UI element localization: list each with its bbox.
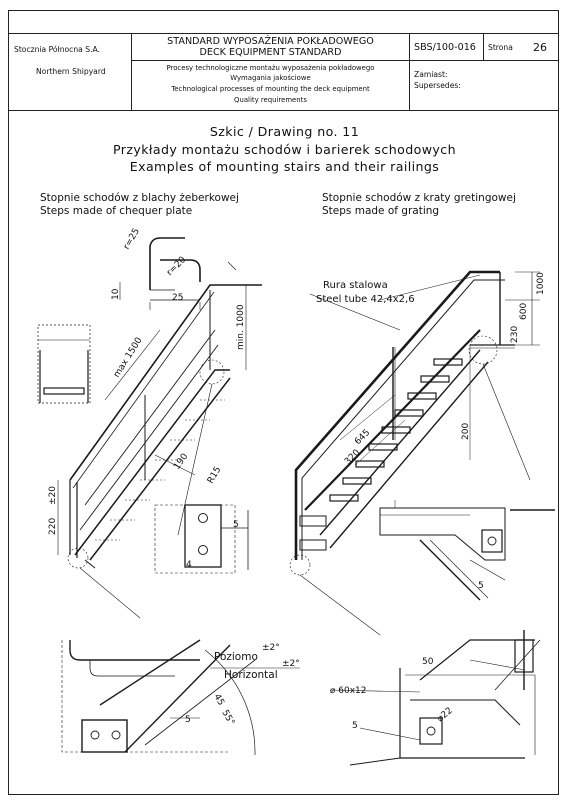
quality-req-pl: Wymagania jakościowe (230, 74, 311, 82)
dim-10: 10 (111, 288, 121, 300)
dim-min1000: min. 1000 (236, 304, 246, 350)
left-caption-pl: Stopnie schodów z blachy żeberkowej (40, 192, 239, 204)
dim-25: 25 (172, 293, 183, 303)
process-en: Technological processes of mounting the … (171, 85, 370, 93)
dim-r20: r=20 (165, 255, 188, 278)
dim-5b: 5 (478, 581, 484, 591)
horizontal-tol-1: ±2° (262, 643, 280, 653)
dim-600: 600 (519, 303, 529, 320)
dim-phi22: ⌀22 (436, 706, 455, 725)
dim-r25: r=25 (122, 227, 142, 252)
page-number: 26 (533, 41, 547, 54)
dim-190: 190 (172, 452, 190, 472)
page-frame (8, 10, 559, 795)
standard-title-en: DECK EQUIPMENT STANDARD (199, 47, 342, 58)
supersedes-cell (409, 60, 559, 111)
dim-220: 220 (48, 518, 58, 535)
quality-req-en: Quality requirements (234, 96, 307, 104)
replaces-label: Zamiast: (414, 70, 448, 79)
sketch-title: Szkic / Drawing no. 11 (209, 124, 360, 139)
tube-label-en: Steel tube 42,4x2,6 (316, 294, 415, 305)
drawing-title-pl: Przykłady montażu schodów i barierek sch… (113, 142, 456, 157)
title-block: Stocznia Północna S.A. Northern Shipyard… (8, 33, 559, 111)
supersedes-label: Supersedes: (414, 81, 461, 90)
dim-max1500: max 1500 (112, 336, 145, 380)
dim-pm20: ±20 (48, 486, 58, 505)
horizontal-label-en: Horizontal (224, 669, 278, 681)
company-name-pl: Stocznia Północna S.A. (14, 45, 100, 54)
dim-phi60: ⌀ 60x12 (330, 686, 367, 696)
right-caption-en: Steps made of grating (322, 205, 440, 217)
dim-5c: 5 (185, 715, 191, 725)
dim-45: 45 (211, 693, 225, 708)
right-caption-pl: Stopnie schodów z kraty gretingowej (322, 192, 516, 204)
dim-320: 320 (343, 448, 362, 467)
dim-50: 50 (422, 657, 434, 667)
doc-number: SBS/100-016 (414, 42, 476, 53)
landing-connection-detail (329, 630, 541, 766)
dim-1000: 1000 (536, 272, 546, 295)
horizontal-tol-2: ±2° (282, 659, 300, 669)
dim-55: 55° (219, 709, 236, 728)
chequer-stair-view (37, 237, 262, 619)
process-pl: Procesy technologiczne montażu wyposażen… (166, 64, 375, 72)
dim-r15: R15 (206, 465, 224, 485)
horizontal-label-pl: Poziomo (214, 651, 258, 663)
tube-label-pl: Rura stalowa (323, 280, 388, 291)
page-label: Strona (488, 43, 513, 52)
dim-5a: 5 (233, 520, 239, 530)
dim-4: 4 (186, 560, 192, 570)
dim-5d: 5 (352, 721, 358, 731)
base-plate-detail (61, 639, 300, 756)
left-caption-en: Steps made of chequer plate (40, 205, 193, 217)
standard-title-pl: STANDARD WYPOSAŻENIA POKŁADOWEGO (167, 36, 374, 47)
drawing-title-en: Examples of mounting stairs and their ra… (129, 159, 440, 174)
dim-200: 200 (461, 423, 471, 440)
dim-230: 230 (510, 326, 520, 343)
grating-stair-view (289, 270, 555, 636)
company-name-en: Northern Shipyard (36, 67, 106, 76)
